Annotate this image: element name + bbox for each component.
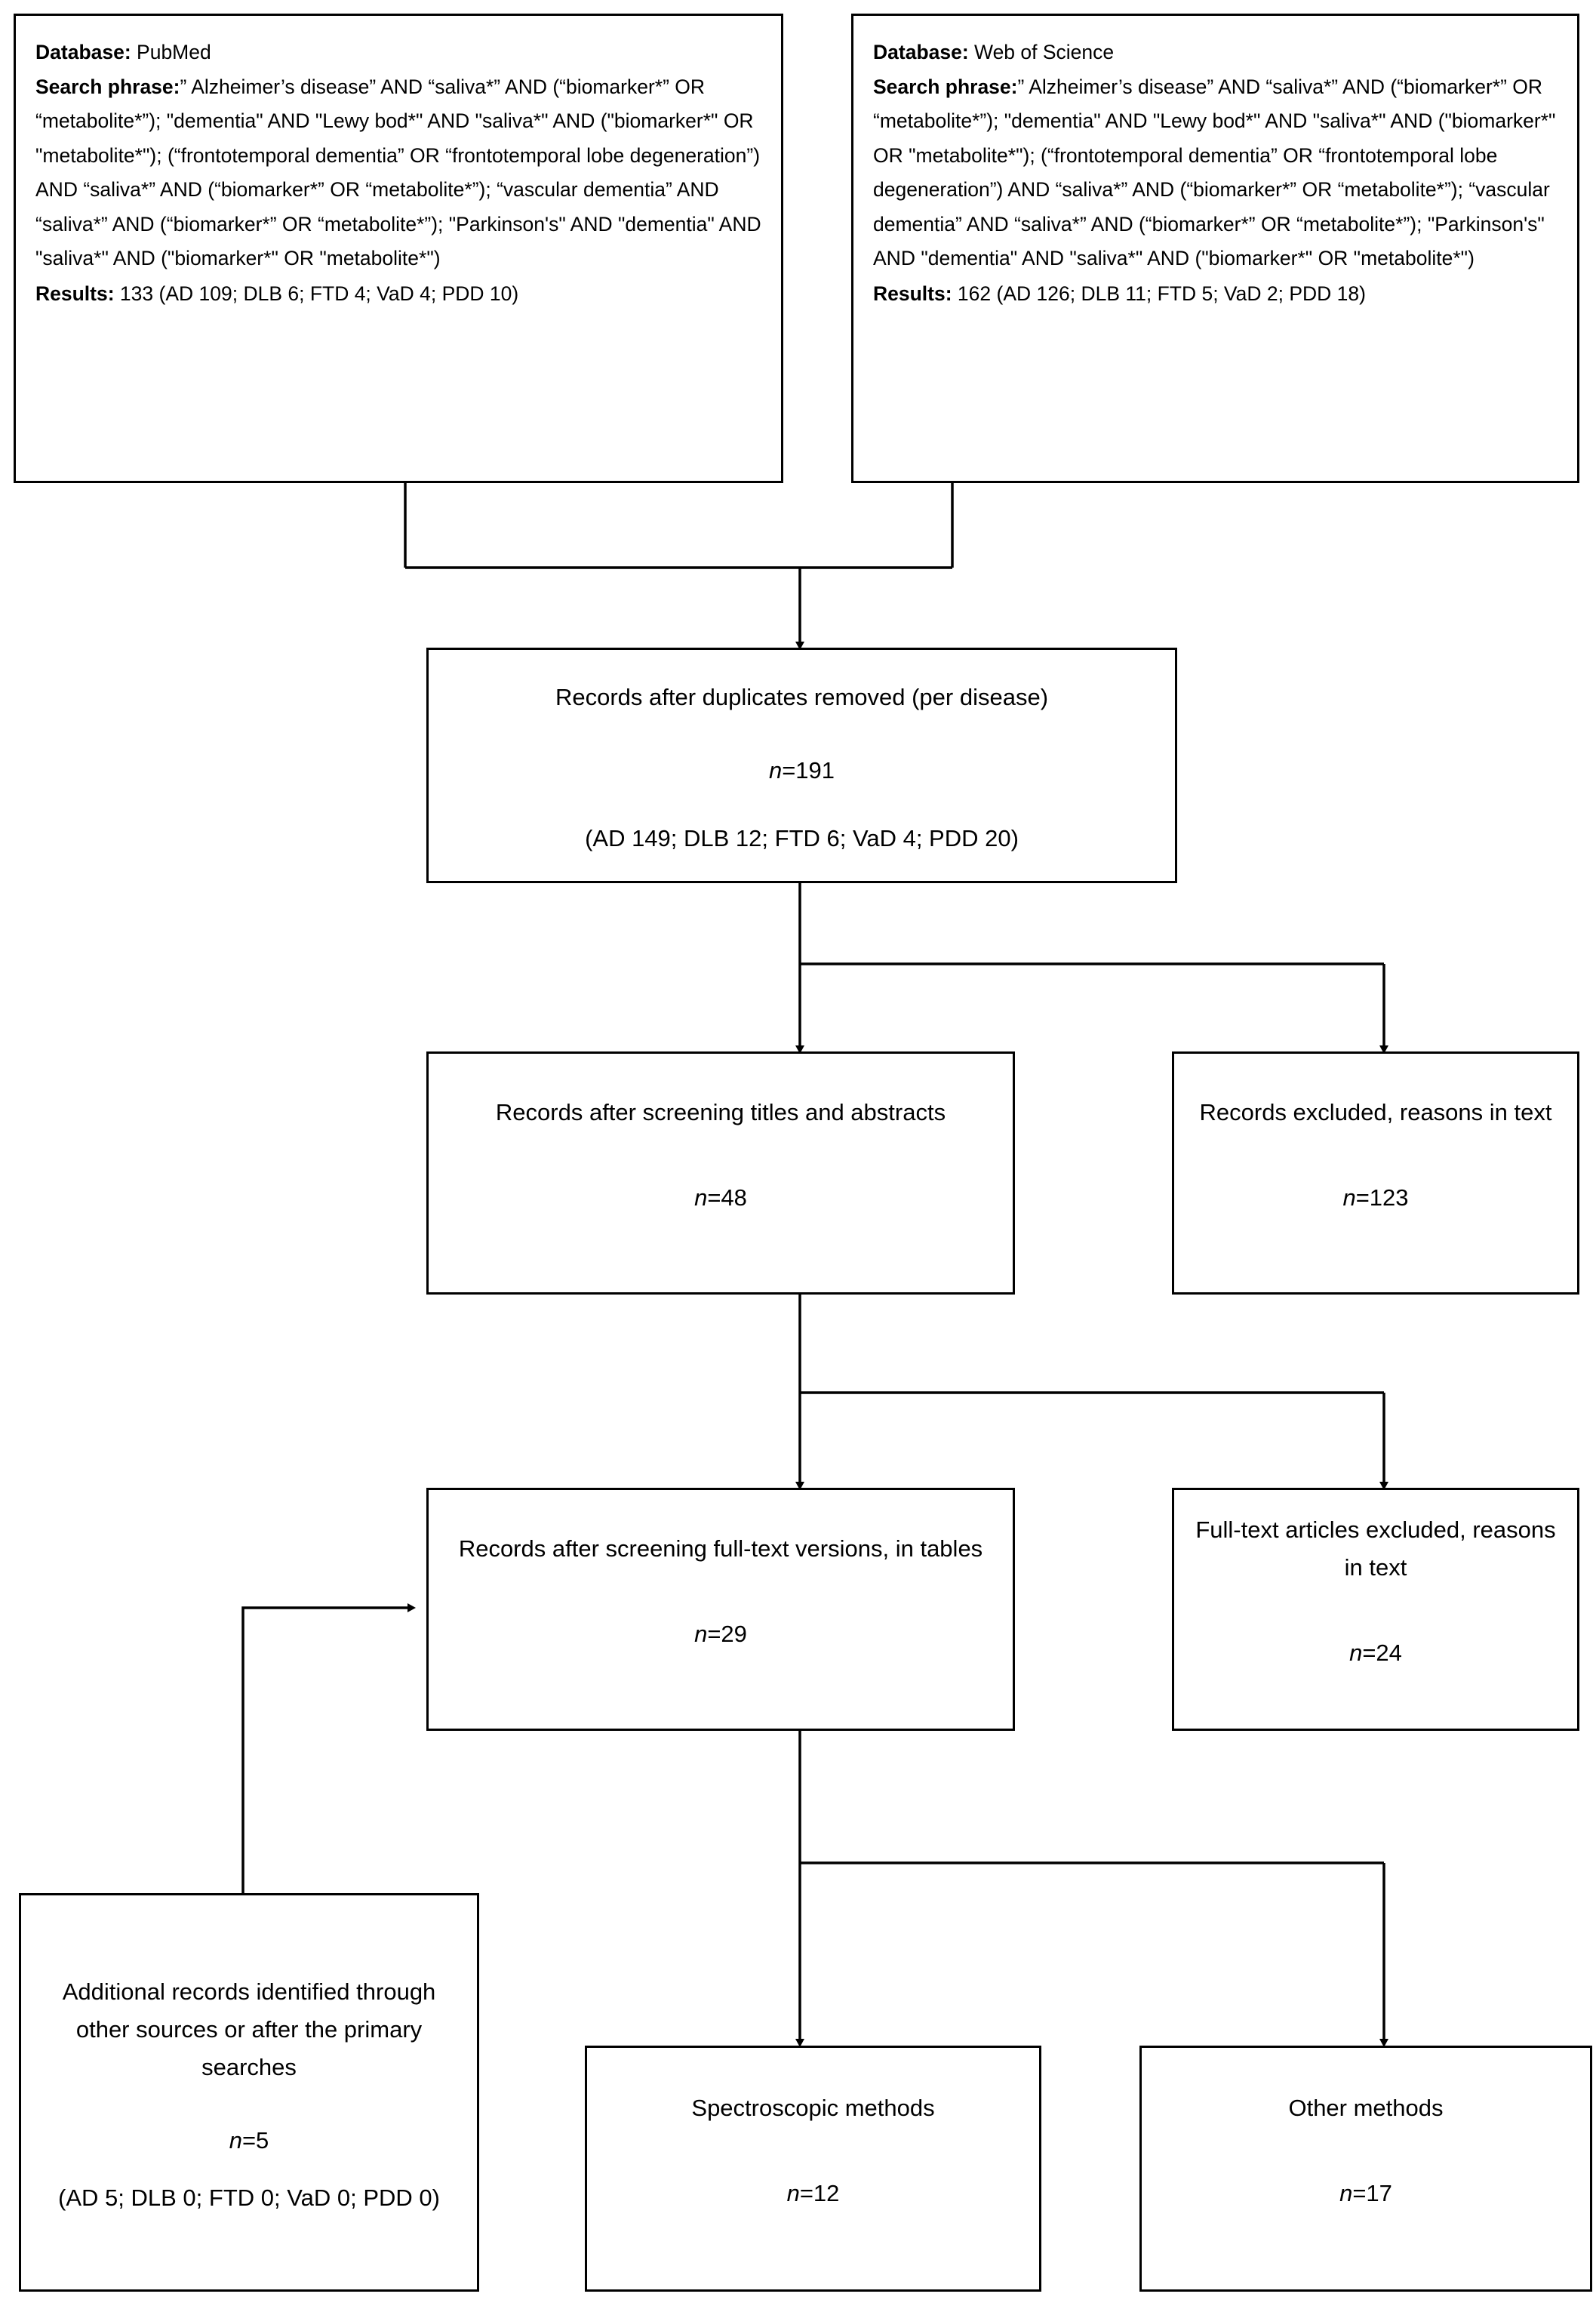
node-spectroscopic-methods[interactable]: Spectroscopic methods n=12 [585,2046,1041,2292]
wos-results-value: 162 (AD 126; DLB 11; FTD 5; VaD 2; PDD 1… [952,282,1366,306]
records-excluded-n: =123 [1355,1184,1409,1212]
additional-records-count: n=5 [35,2127,463,2154]
duplicates-removed-breakdown: (AD 149; DLB 12; FTD 6; VaD 4; PDD 20) [585,825,1019,852]
wos-search-value: ” Alzheimer’s disease” AND “saliva*” AND… [873,75,1556,270]
pubmed-database-line: Database: PubMed [35,35,764,70]
node-duplicates-removed[interactable]: Records after duplicates removed (per di… [426,648,1177,883]
spectroscopic-methods-count: n=12 [601,2180,1026,2207]
screened-titles-count: n=48 [442,1184,999,1212]
node-additional-records[interactable]: Additional records identified through ot… [19,1893,479,2292]
node-web-of-science[interactable]: Database: Web of Science Search phrase:”… [851,14,1579,483]
other-methods-n: =17 [1352,2180,1392,2207]
pubmed-results-value: 133 (AD 109; DLB 6; FTD 4; VaD 4; PDD 10… [114,282,519,306]
wos-database-line: Database: Web of Science [873,35,1561,70]
n-symbol: n [1342,1184,1356,1212]
screened-fulltext-n: =29 [707,1621,747,1648]
n-symbol: n [786,2180,800,2207]
other-methods-title: Other methods [1288,2094,1444,2121]
pubmed-search-line: Search phrase:” Alzheimer’s disease” AND… [35,70,764,276]
node-pubmed[interactable]: Database: PubMed Search phrase:” Alzheim… [14,14,783,483]
duplicates-removed-count: n=191 [442,757,1161,784]
pubmed-database-label: Database: [35,41,131,63]
duplicates-removed-n: =191 [782,757,835,784]
wos-database-label: Database: [873,41,969,63]
node-screened-fulltext[interactable]: Records after screening full-text versio… [426,1488,1015,1731]
screened-titles-n: =48 [707,1184,747,1212]
wos-search-label: Search phrase: [873,75,1018,98]
pubmed-database-value: PubMed [131,41,211,63]
fulltext-excluded-count: n=24 [1188,1640,1564,1667]
records-excluded-title: Records excluded, reasons in text [1199,1098,1552,1125]
wos-search-line: Search phrase:” Alzheimer’s disease” AND… [873,70,1561,276]
node-records-excluded[interactable]: Records excluded, reasons in text n=123 [1172,1051,1579,1295]
screened-fulltext-count: n=29 [442,1621,999,1648]
spectroscopic-methods-title: Spectroscopic methods [691,2094,935,2121]
pubmed-search-label: Search phrase: [35,75,180,98]
fulltext-excluded-title: Full-text articles excluded, reasons in … [1195,1516,1556,1581]
other-methods-count: n=17 [1155,2180,1576,2207]
node-other-methods[interactable]: Other methods n=17 [1139,2046,1592,2292]
spectroscopic-methods-n: =12 [799,2180,840,2207]
records-excluded-count: n=123 [1188,1184,1564,1212]
pubmed-results-label: Results: [35,282,115,306]
duplicates-removed-title: Records after duplicates removed (per di… [555,683,1049,710]
n-symbol: n [229,2127,242,2154]
edge-additional-to-fulltext [241,1603,416,1893]
n-symbol: n [1339,2180,1353,2207]
wos-database-value: Web of Science [968,41,1115,63]
node-fulltext-excluded[interactable]: Full-text articles excluded, reasons in … [1172,1488,1579,1731]
n-symbol: n [768,757,783,784]
node-screened-titles[interactable]: Records after screening titles and abstr… [426,1051,1015,1295]
screened-titles-title: Records after screening titles and abstr… [495,1098,946,1125]
additional-records-n: =5 [241,2127,269,2154]
wos-results-label: Results: [873,282,952,306]
fulltext-excluded-n: =24 [1362,1640,1402,1667]
pubmed-search-value: ” Alzheimer’s disease” AND “saliva*” AND… [35,75,761,270]
n-symbol: n [694,1184,708,1212]
n-symbol: n [1349,1640,1363,1667]
pubmed-results-line: Results: 133 (AD 109; DLB 6; FTD 4; VaD … [35,279,764,308]
additional-records-breakdown: (AD 5; DLB 0; FTD 0; VaD 0; PDD 0) [58,2184,440,2212]
additional-records-title: Additional records identified through ot… [62,1978,436,2081]
n-symbol: n [694,1621,708,1648]
wos-results-line: Results: 162 (AD 126; DLB 11; FTD 5; VaD… [873,279,1561,308]
screened-fulltext-title: Records after screening full-text versio… [458,1535,983,1562]
